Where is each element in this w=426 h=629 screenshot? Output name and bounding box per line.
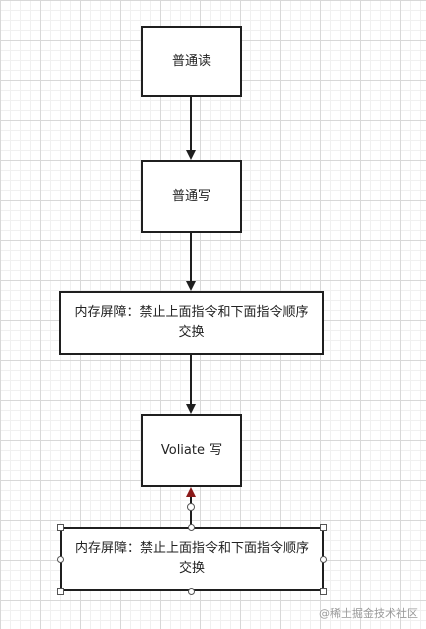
resize-handle-top-right[interactable] <box>320 524 327 531</box>
edge-endpoint-handle[interactable] <box>187 503 195 511</box>
node-read[interactable]: 普通读 <box>141 26 242 97</box>
resize-handle-middle-right[interactable] <box>320 556 327 563</box>
node-barrier-bottom[interactable]: 内存屏障：禁止上面指令和下面指令顺序交换 <box>60 527 324 591</box>
node-barrier-top[interactable]: 内存屏障：禁止上面指令和下面指令顺序交换 <box>59 291 324 355</box>
node-volatile-write[interactable]: Voliate 写 <box>141 414 242 487</box>
watermark: @稀土掘金技术社区 <box>319 607 418 620</box>
resize-handle-bottom-right[interactable] <box>320 588 327 595</box>
node-write[interactable]: 普通写 <box>141 160 242 233</box>
node-read-label: 普通读 <box>171 53 211 69</box>
node-write-label: 普通写 <box>171 188 211 204</box>
resize-handle-top-center[interactable] <box>188 524 195 531</box>
resize-handle-top-left[interactable] <box>57 524 64 531</box>
resize-handle-bottom-left[interactable] <box>57 588 64 595</box>
resize-handle-middle-left[interactable] <box>57 556 64 563</box>
node-barrier-top-label: 内存屏障：禁止上面指令和下面指令顺序交换 <box>74 305 309 340</box>
node-volatile-write-label: Voliate 写 <box>160 442 223 458</box>
resize-handle-bottom-center[interactable] <box>188 588 195 595</box>
node-barrier-bottom-label: 内存屏障：禁止上面指令和下面指令顺序交换 <box>74 541 309 576</box>
